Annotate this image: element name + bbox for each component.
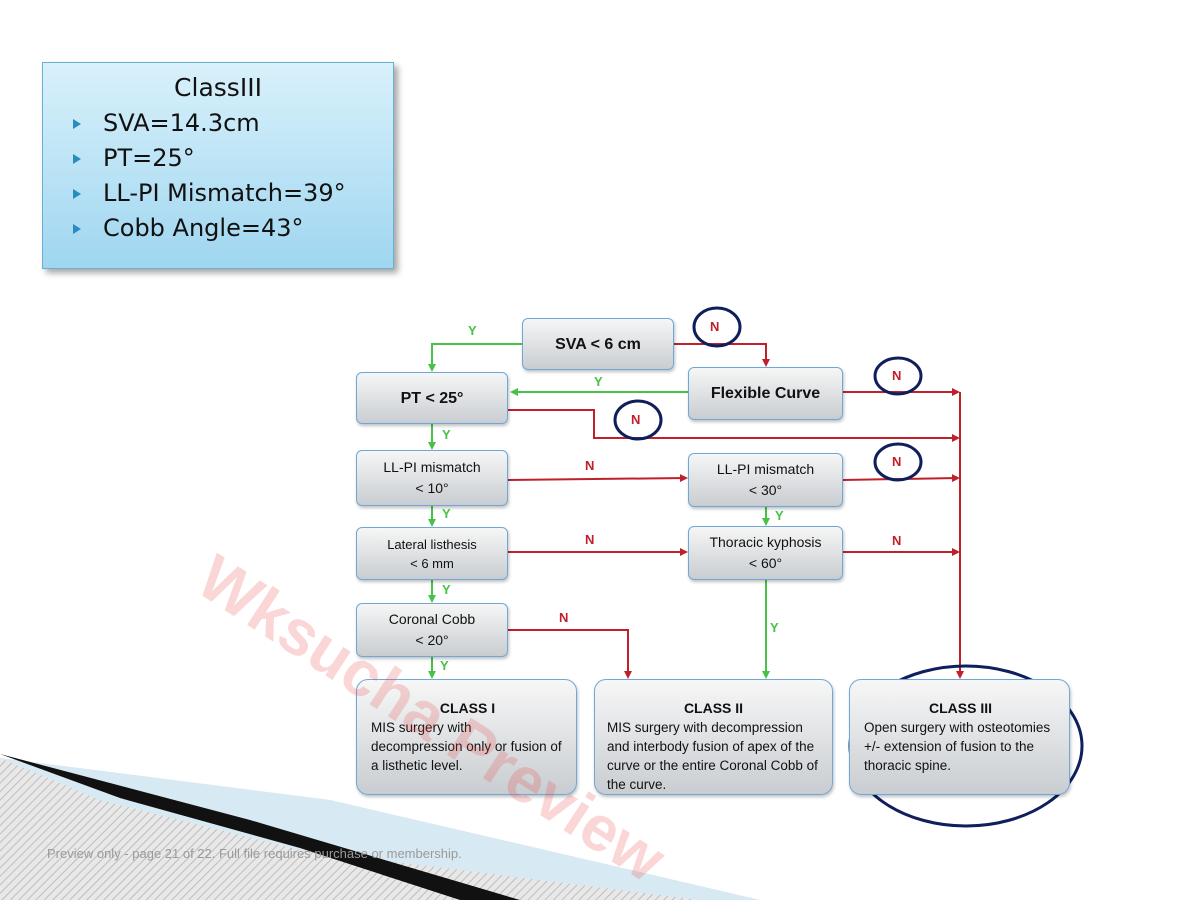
class-summary-box: ClassIII SVA=14.3cm PT=25° LL-PI Mismatc… xyxy=(42,62,394,269)
sva-box: SVA < 6 cm xyxy=(522,318,674,370)
class-ii-description: MIS surgery with decompression and inter… xyxy=(607,720,818,792)
no-label: N xyxy=(559,610,569,625)
class-iii-title: CLASS III xyxy=(928,700,992,716)
bullet-icon xyxy=(73,154,81,164)
no-label: N xyxy=(631,412,641,427)
no-label: N xyxy=(585,532,595,547)
corner-decoration xyxy=(0,754,760,900)
no-label: N xyxy=(892,368,902,383)
yes-label: Y xyxy=(775,508,784,523)
no-label: N xyxy=(710,319,720,334)
class-i-box: CLASS I MIS surgery with decompression o… xyxy=(356,679,577,795)
summary-item: LL-PI Mismatch=39° xyxy=(73,176,393,211)
yes-label: Y xyxy=(440,658,449,673)
no-label: N xyxy=(892,454,902,469)
summary-title: ClassIII xyxy=(174,73,262,102)
class-ii-box: CLASS II MIS surgery with decompression … xyxy=(594,679,833,795)
bullet-icon xyxy=(73,189,81,199)
bullet-icon xyxy=(73,224,81,234)
yes-label: Y xyxy=(442,506,451,521)
flexible-curve-box: Flexible Curve xyxy=(688,367,843,420)
no-label: N xyxy=(585,458,595,473)
thoracic-kyphosis-box: Thoracic kyphosis < 60° xyxy=(688,526,843,580)
summary-list: SVA=14.3cm PT=25° LL-PI Mismatch=39° Cob… xyxy=(43,106,393,246)
llpi-mismatch-10-box: LL-PI mismatch < 10° xyxy=(356,450,508,506)
coronal-cobb-box: Coronal Cobb < 20° xyxy=(356,603,508,657)
class-iii-description: Open surgery with osteotomies +/- extens… xyxy=(864,720,1051,773)
llpi-mismatch-30-box: LL-PI mismatch < 30° xyxy=(688,453,843,507)
summary-item: SVA=14.3cm xyxy=(73,106,393,141)
pt-box: PT < 25° xyxy=(356,372,508,424)
bullet-icon xyxy=(73,119,81,129)
yes-label: Y xyxy=(770,620,779,635)
summary-item: PT=25° xyxy=(73,141,393,176)
yes-label: Y xyxy=(442,427,451,442)
class-iii-box: CLASS III Open surgery with osteotomies … xyxy=(849,679,1070,795)
yes-label: Y xyxy=(442,582,451,597)
class-i-description: MIS surgery with decompression only or f… xyxy=(371,720,562,773)
no-label: N xyxy=(892,533,902,548)
yes-label: Y xyxy=(594,374,603,389)
class-i-title: CLASS I xyxy=(439,700,496,716)
preview-footer: Preview only - page 21 of 22. Full file … xyxy=(47,846,462,861)
lateral-listhesis-box: Lateral listhesis < 6 mm xyxy=(356,527,508,580)
class-ii-title: CLASS II xyxy=(683,700,744,716)
yes-label: Y xyxy=(468,323,477,338)
summary-item: Cobb Angle=43° xyxy=(73,211,393,246)
